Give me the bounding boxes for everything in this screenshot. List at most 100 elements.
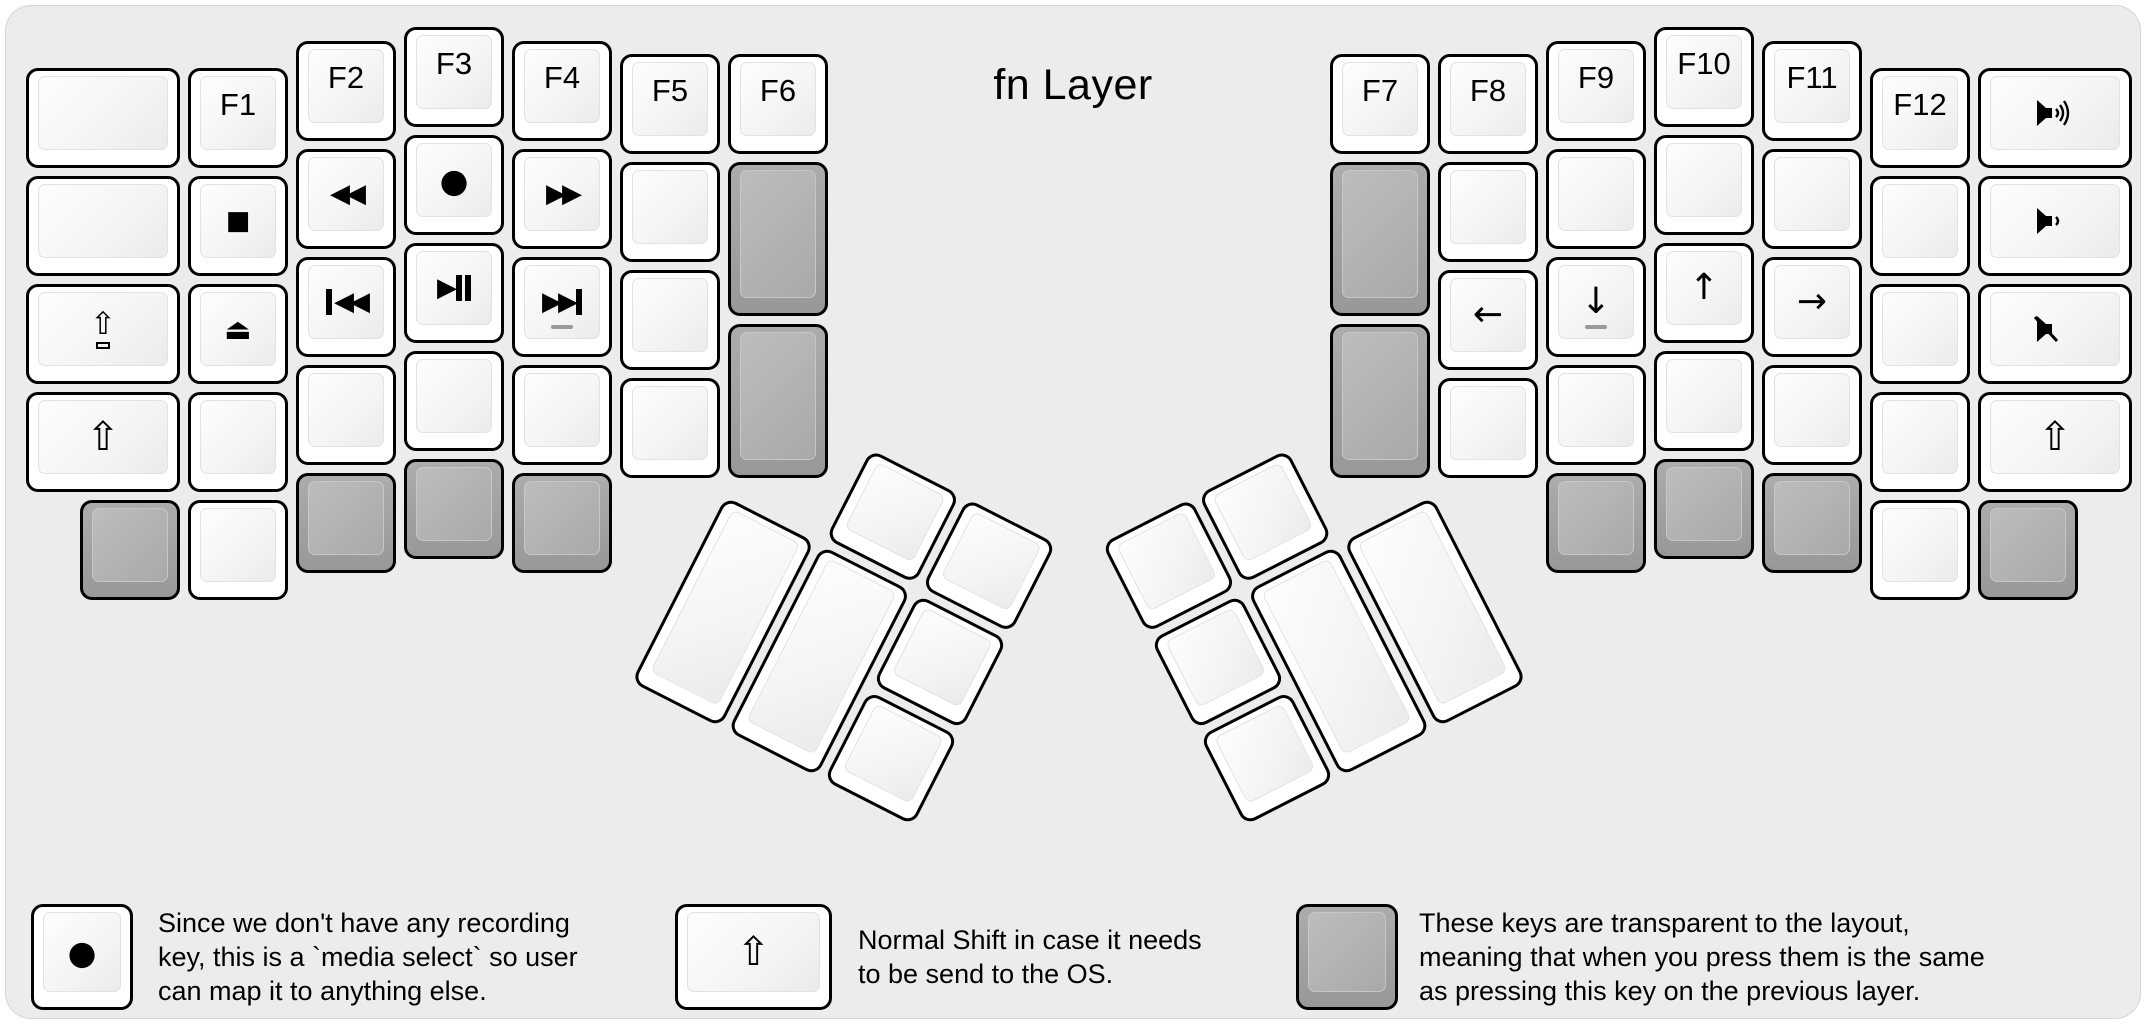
keycap-top: ⇧ <box>38 292 168 366</box>
keycap-top <box>1450 170 1526 244</box>
key-f5: F5 <box>620 54 720 154</box>
keycap-top: F6 <box>740 62 816 136</box>
legend-text-transparent: These keys are transparent to the layout… <box>1419 908 1985 1006</box>
keycap-top: F3 <box>416 35 492 109</box>
keycap-top <box>1774 157 1850 231</box>
keycap-top: ◀◀ <box>308 157 384 231</box>
key-arrow-up: ↑ <box>1654 243 1754 343</box>
caps-lock-icon: ⇧ <box>90 309 116 349</box>
keycap-top <box>1990 76 2120 150</box>
arrow-left-icon: ← <box>1472 294 1504 335</box>
keycap-top <box>632 278 708 352</box>
keycap-top <box>891 607 993 708</box>
keycap-top: ◀◀ <box>308 265 384 339</box>
key-volume-down <box>1978 176 2132 276</box>
keycap-top <box>740 332 816 460</box>
key-f4: F4 <box>512 41 612 141</box>
keycap-top: ↑ <box>1666 251 1742 325</box>
key-eject: ⏏ <box>188 284 288 384</box>
keycap-top: ■ <box>200 184 276 258</box>
key-transparent <box>1546 473 1646 573</box>
key-blank <box>1546 149 1646 249</box>
key-mute <box>1978 284 2132 384</box>
key-f3: F3 <box>404 27 504 127</box>
shift-icon: ⇧ <box>2038 414 2072 460</box>
stop-icon: ■ <box>225 206 251 236</box>
keycap-top: F7 <box>1342 62 1418 136</box>
key-f10: F10 <box>1654 27 1754 127</box>
keycap-top: ▶▶ <box>524 157 600 231</box>
key-f2: F2 <box>296 41 396 141</box>
keycap-top <box>38 76 168 150</box>
f4-label: F4 <box>543 60 581 95</box>
key-blank <box>620 378 720 478</box>
arrow-right-icon: → <box>1796 281 1828 322</box>
keycap-top <box>632 170 708 244</box>
homing-bar <box>551 325 573 329</box>
mute-icon <box>2031 314 2079 344</box>
key-f12: F12 <box>1870 68 1970 168</box>
key-blank <box>188 500 288 600</box>
key-blank <box>1870 500 1970 600</box>
key-transparent <box>404 459 504 559</box>
keycap-top <box>940 511 1042 612</box>
keycap-top <box>1990 292 2120 366</box>
key-blank <box>188 392 288 492</box>
keycap-top <box>1666 359 1742 433</box>
key-blank <box>1654 135 1754 235</box>
key-blank <box>1546 365 1646 465</box>
keycap-top: F5 <box>632 62 708 136</box>
keycap-top <box>1116 511 1218 612</box>
arrow-down-icon: ↓ <box>1580 281 1612 322</box>
keycap-top: F9 <box>1558 49 1634 123</box>
keycap-top: ⇧ <box>38 400 168 474</box>
key-f11: F11 <box>1762 41 1862 141</box>
key-shift: ⇧ <box>1978 392 2132 492</box>
speaker-shape <box>2037 208 2052 234</box>
key-record: ● <box>31 904 133 1010</box>
record-icon: ● <box>439 160 469 200</box>
keycap-top: ↓ <box>1558 265 1634 339</box>
key-prev-track: ◀◀ <box>296 257 396 357</box>
keycap-top <box>1165 607 1267 708</box>
keycap-top <box>38 184 168 258</box>
f1-label: F1 <box>219 87 257 122</box>
keycap-top <box>92 508 168 582</box>
key-arrow-left: ← <box>1438 270 1538 370</box>
key-transparent <box>1654 459 1754 559</box>
key-transparent <box>728 162 828 316</box>
arrow-up-icon: ↑ <box>1688 267 1720 308</box>
keycap-top <box>200 400 276 474</box>
keycap-top <box>1774 481 1850 555</box>
keycap-top <box>524 373 600 447</box>
keycap-top <box>1450 386 1526 460</box>
key-arrow-right: → <box>1762 257 1862 357</box>
key-transparent <box>1330 162 1430 316</box>
record-icon: ● <box>67 932 97 972</box>
f12-label: F12 <box>1893 87 1947 122</box>
keycap-top: ▶▶ <box>524 265 600 339</box>
homing-bar <box>1585 325 1607 329</box>
key-fast-forward: ▶▶ <box>512 149 612 249</box>
key-transparent <box>728 324 828 478</box>
keycap-top <box>842 703 944 804</box>
keycap-top <box>1666 143 1742 217</box>
keycap-top <box>1882 292 1958 366</box>
keycap-top: ▶ <box>416 251 492 325</box>
keycap-top <box>1774 373 1850 447</box>
keycap-top: ● <box>43 912 121 992</box>
keycap-top <box>1990 184 2120 258</box>
keycap-top: ● <box>416 143 492 217</box>
keycap-top <box>1214 703 1316 804</box>
key-f6: F6 <box>728 54 828 154</box>
prev-track-icon: ◀◀ <box>326 289 370 315</box>
f8-label: F8 <box>1469 73 1507 108</box>
key-arrow-down: ↓ <box>1546 257 1646 357</box>
key-blank <box>620 162 720 262</box>
key-f9: F9 <box>1546 41 1646 141</box>
fast-forward-icon: ▶▶ <box>546 179 582 209</box>
keycap-top <box>1342 170 1418 298</box>
keycap-top <box>200 508 276 582</box>
key-transparent <box>1978 500 2078 600</box>
keycap-top: F10 <box>1666 35 1742 109</box>
